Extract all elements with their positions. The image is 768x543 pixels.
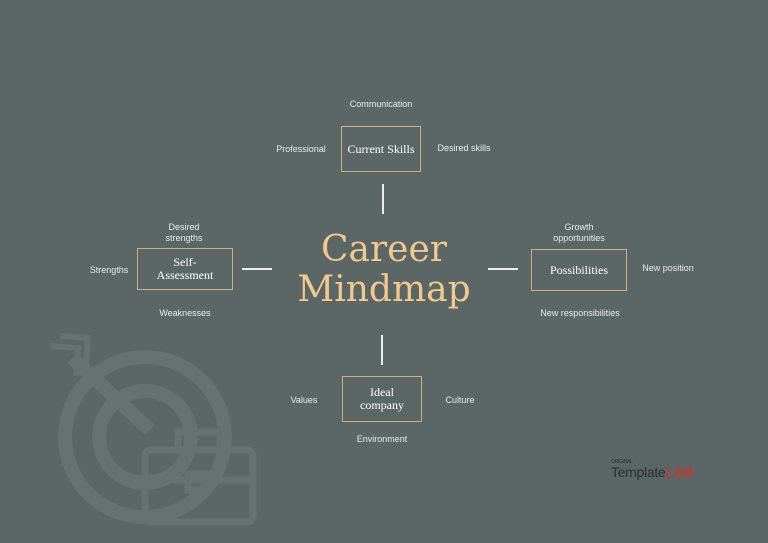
center-title-line-2: Mindmap [297, 269, 471, 310]
node-self-assessment: Self- Assessment [137, 248, 233, 290]
label-communication: Communication [349, 99, 413, 109]
center-title: Career Mindmap [284, 230, 484, 310]
connector-right [488, 268, 518, 270]
label-weaknesses: Weaknesses [159, 308, 211, 318]
label-desired-strengths-line-2: strengths [165, 233, 203, 243]
logo-tagline: ORIGINAL [611, 459, 633, 465]
label-growth-opportunities: Growth opportunities [540, 222, 618, 244]
templatelab-logo: ORIGINAL TemplateLAB [611, 459, 694, 480]
label-new-responsibilities: New responsibilities [540, 308, 620, 318]
connector-bottom [381, 335, 383, 365]
label-values: Values [290, 395, 318, 405]
label-new-position: New position [642, 263, 694, 273]
node-ideal-company-line-2: company [360, 398, 404, 412]
node-current-skills: Current Skills [341, 126, 421, 172]
connector-top [382, 184, 384, 214]
label-desired-strengths: Desired strengths [150, 222, 218, 244]
node-self-assessment-line-1: Self- [173, 255, 197, 269]
logo-template-text: Template [611, 464, 666, 480]
node-possibilities: Possibilities [531, 249, 627, 291]
label-growth-opportunities-line-2: opportunities [553, 233, 605, 243]
label-environment: Environment [356, 434, 408, 444]
label-desired-skills: Desired skills [437, 143, 491, 153]
label-professional: Professional [276, 144, 326, 154]
node-ideal-company: Ideal company [342, 376, 422, 422]
node-ideal-company-line-1: Ideal [370, 385, 394, 399]
label-culture: Culture [445, 395, 475, 405]
logo-lab-text: LAB [665, 464, 694, 480]
label-strengths: Strengths [89, 265, 129, 275]
label-growth-opportunities-line-1: Growth [564, 222, 594, 232]
label-desired-strengths-line-1: Desired [168, 222, 200, 232]
node-self-assessment-line-2: Assessment [156, 268, 214, 282]
node-possibilities-label: Possibilities [549, 262, 608, 277]
connector-left [242, 268, 272, 270]
node-current-skills-label: Current Skills [347, 141, 415, 156]
center-title-line-1: Career [320, 229, 448, 270]
